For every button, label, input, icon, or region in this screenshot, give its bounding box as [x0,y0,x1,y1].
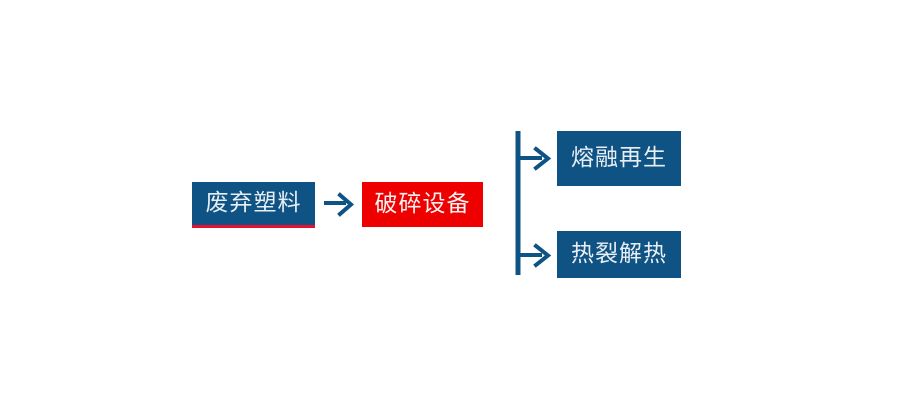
node-pyrolysis-heat-label: 热裂解热 [571,241,667,267]
node-crushing-equipment-label: 破碎设备 [374,191,471,217]
node-pyrolysis-heat[interactable]: 热裂解热 [557,231,681,278]
node-melt-regeneration[interactable]: 熔融再生 [557,131,681,186]
node-crushing-equipment[interactable]: 破碎设备 [362,182,483,227]
node-waste-plastic[interactable]: 废弃塑料 [192,182,315,228]
branch-split-icon [508,126,564,281]
node-waste-plastic-label: 废弃塑料 [205,190,302,216]
arrow-right-icon [322,190,358,220]
node-melt-regeneration-label: 熔融再生 [571,145,667,171]
